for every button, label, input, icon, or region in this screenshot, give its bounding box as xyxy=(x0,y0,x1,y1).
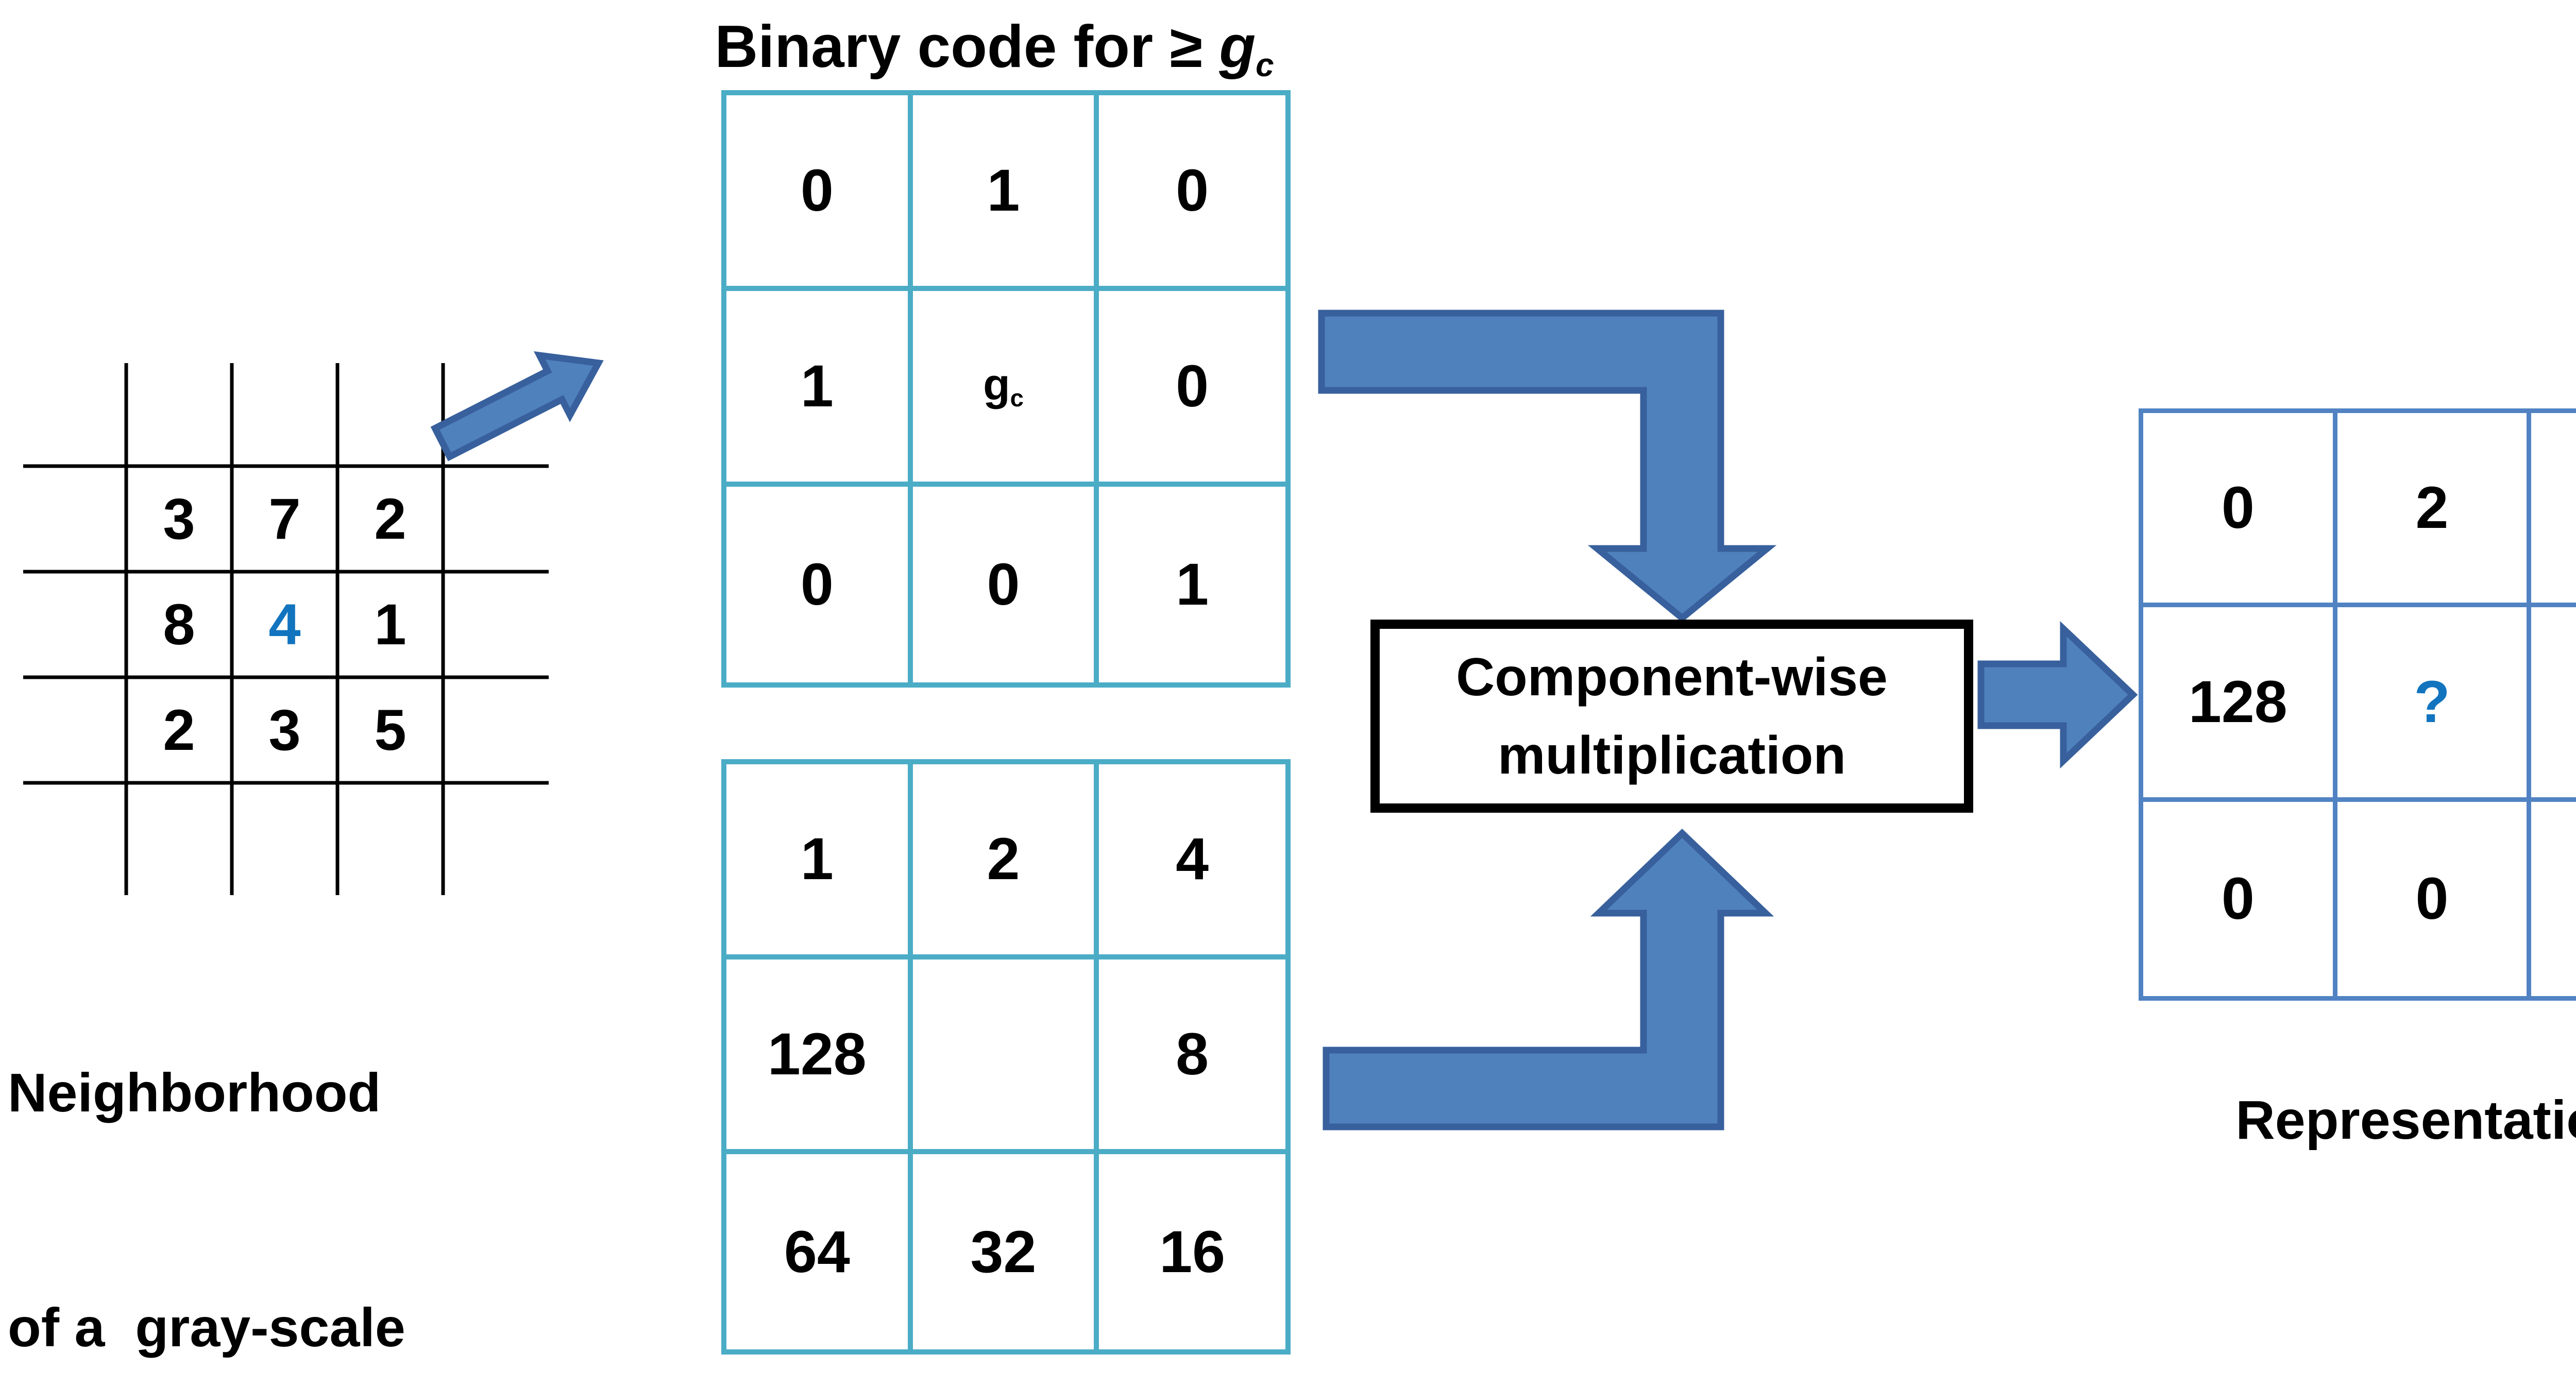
cell-value: 1 xyxy=(987,158,1020,224)
cell-value: 0 xyxy=(2415,866,2449,932)
grid-cell: 8 xyxy=(126,572,232,677)
cell-value: 2 xyxy=(2415,475,2449,541)
binary-title-gc-subscript: c xyxy=(1256,46,1274,83)
grid-cell: 2 xyxy=(337,466,443,572)
table-cell: 1 xyxy=(726,764,913,959)
process-label: Component-wise multiplication xyxy=(1456,638,1888,795)
grid-value: 7 xyxy=(268,487,301,551)
table-cell: 16 xyxy=(1099,1154,1285,1349)
grid-value: 3 xyxy=(268,698,301,762)
caption-line: of a gray-scale xyxy=(8,1297,405,1358)
table-cell: 128 xyxy=(726,959,913,1155)
diagonal-arrow-icon xyxy=(430,351,604,461)
grid-cell: 5 xyxy=(337,677,443,783)
table-cell: 0 xyxy=(726,487,913,682)
grid-cell: 7 xyxy=(232,466,337,572)
grid-cell: 1 xyxy=(337,572,443,677)
binary-code-table: 0 1 0 1 gc 0 0 0 1 xyxy=(721,90,1291,688)
representation-table: 0 2 0 128 ? 0 0 0 16 xyxy=(2139,408,2576,1001)
cell-value: 16 xyxy=(1159,1219,1226,1285)
neighborhood-caption: Neighborhood of a gray-scale image xyxy=(8,897,405,1388)
cell-value: 128 xyxy=(767,1021,867,1087)
cell-value: 1 xyxy=(800,353,834,419)
cell-value: 0 xyxy=(1176,158,1209,224)
table-cell: 1 xyxy=(726,291,913,487)
cell-value: 0 xyxy=(2221,866,2255,932)
gc-var: g xyxy=(983,360,1010,410)
gc-symbol: gc xyxy=(983,359,1024,413)
grid-value: 8 xyxy=(163,592,195,657)
representation-label-text: Representation xyxy=(2235,1089,2576,1151)
caption-line: Neighborhood xyxy=(8,1063,381,1123)
cell-value: 1 xyxy=(800,826,834,893)
process-line: multiplication xyxy=(1497,725,1846,785)
grid-value: 5 xyxy=(374,698,406,762)
table-cell: 32 xyxy=(913,1154,1099,1349)
table-cell: 0 xyxy=(2143,413,2337,608)
arrow-right-to-representation-icon xyxy=(1977,621,2138,769)
binary-title-text: Binary code for ≥ gc xyxy=(715,12,1274,84)
cell-value: 2 xyxy=(987,826,1020,893)
grid-value: 1 xyxy=(374,592,406,657)
cell-value: 0 xyxy=(800,552,834,618)
table-cell-gc: gc xyxy=(912,291,1099,487)
cell-value: 0 xyxy=(2221,475,2255,541)
cell-value: 1 xyxy=(1176,552,1209,618)
cell-value: 128 xyxy=(2188,669,2287,735)
binary-table-title: Binary code for ≥ gc xyxy=(659,12,1329,84)
bent-arrow-down-icon xyxy=(1318,310,1777,623)
table-cell: 0 xyxy=(2531,413,2576,608)
bent-arrow-up-icon xyxy=(1323,829,1774,1130)
binary-title-prefix: Binary code for ≥ xyxy=(715,13,1219,80)
grid-value: 2 xyxy=(163,698,195,762)
table-cell: 8 xyxy=(1099,959,1285,1155)
table-cell: 0 xyxy=(1099,95,1285,291)
component-wise-multiplication-box: Component-wise multiplication xyxy=(1370,620,1973,813)
grid-cell: 2 xyxy=(126,677,232,783)
unknown-center-value: ? xyxy=(2414,669,2450,735)
cell-value: 8 xyxy=(1176,1021,1209,1087)
table-cell: 64 xyxy=(726,1154,913,1349)
table-cell: 0 xyxy=(2143,801,2337,996)
table-cell: 2 xyxy=(912,764,1099,959)
cell-value: 64 xyxy=(784,1219,850,1285)
grid-center-value: 4 xyxy=(268,592,301,657)
cell-value: 32 xyxy=(970,1219,1037,1285)
table-cell-empty xyxy=(912,959,1099,1155)
weights-table: 1 2 4 128 8 64 32 16 xyxy=(721,759,1291,1355)
cell-value: 0 xyxy=(1176,353,1209,419)
table-cell-unknown: ? xyxy=(2337,607,2532,802)
binary-title-gc: g xyxy=(1219,13,1256,80)
table-cell: 0 xyxy=(2337,801,2532,996)
representation-label: Representation xyxy=(2138,1084,2576,1156)
cell-value: 0 xyxy=(800,158,834,224)
table-cell: 1 xyxy=(1099,487,1285,682)
table-cell: 16 xyxy=(2531,802,2576,996)
grid-value: 3 xyxy=(163,487,195,551)
grid-cell: 3 xyxy=(126,466,232,572)
table-cell: 0 xyxy=(726,95,913,291)
table-cell: 128 xyxy=(2143,607,2337,802)
grid-cell: 3 xyxy=(232,677,337,783)
gc-subscript: c xyxy=(1010,385,1024,413)
neighborhood-grid-lines xyxy=(23,363,549,895)
cell-value: 0 xyxy=(987,552,1020,618)
process-line: Component-wise xyxy=(1456,647,1888,707)
neighborhood-grid: 3 7 2 8 4 1 2 3 5 xyxy=(126,466,443,783)
table-cell: 0 xyxy=(1099,291,1285,487)
grid-value: 2 xyxy=(374,487,406,551)
table-cell: 0 xyxy=(913,487,1099,682)
table-cell: 0 xyxy=(2531,607,2576,802)
table-cell: 4 xyxy=(1099,764,1285,959)
cell-value: 4 xyxy=(1176,826,1209,893)
table-cell: 2 xyxy=(2337,413,2532,608)
table-cell: 1 xyxy=(912,95,1099,291)
grid-cell-center-pixel: 4 xyxy=(232,572,337,677)
